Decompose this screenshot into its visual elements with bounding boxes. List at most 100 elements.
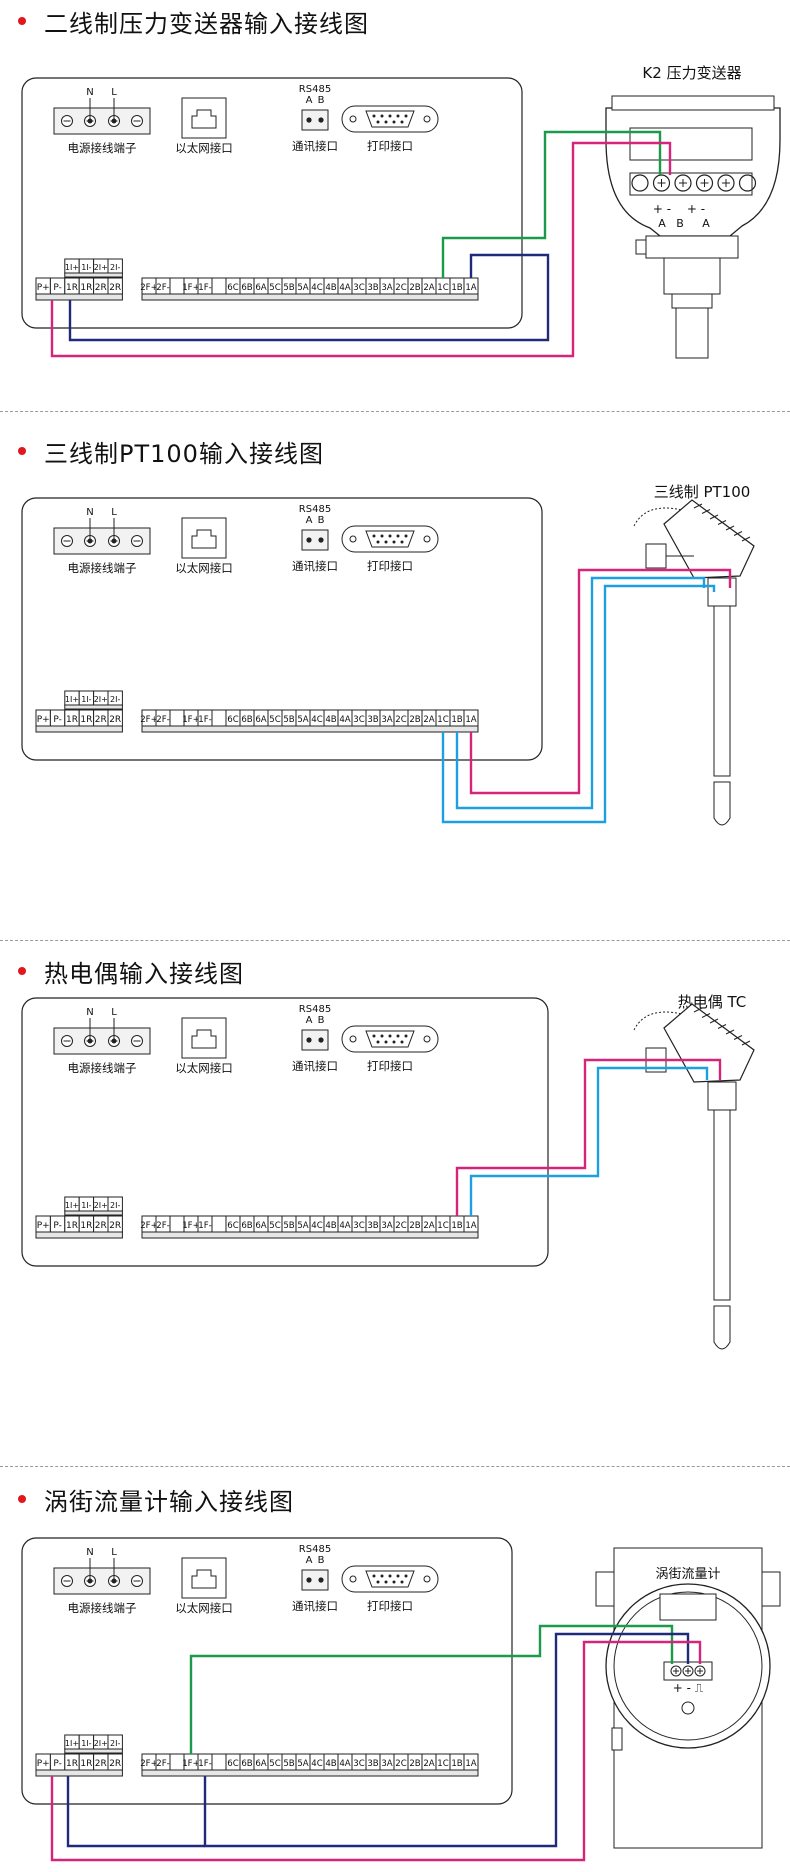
- wire-navy: [68, 253, 550, 342]
- db9-pin: [380, 1034, 384, 1038]
- terminal-label: 1A: [465, 283, 476, 293]
- power-terminal-label: 电源接线端子: [68, 1061, 137, 1075]
- transmitter-neck: [645, 235, 739, 259]
- terminal-cell: [211, 277, 227, 295]
- power-l-label: L: [111, 507, 117, 518]
- housing-ear: [761, 1571, 781, 1607]
- db9-connector: [365, 530, 415, 548]
- db9-pin: [372, 1034, 376, 1038]
- db9-pin: [380, 534, 384, 538]
- db9-pin: [404, 1574, 408, 1578]
- terminal-base: [141, 725, 479, 733]
- device-sub-label: A: [658, 217, 666, 230]
- terminal-label: 2R: [95, 1221, 107, 1231]
- comm-label: 通讯接口: [292, 559, 338, 573]
- terminal-label: 2I+: [94, 1201, 108, 1210]
- head-rib: [701, 509, 711, 514]
- terminal-label: 2R: [109, 1221, 121, 1231]
- terminal-label: 6C: [227, 1221, 238, 1231]
- db9-connector: [365, 1570, 415, 1588]
- wire-blue: [469, 1066, 709, 1216]
- screw-slot: [673, 1668, 679, 1674]
- terminal-label: 2F-: [156, 1759, 170, 1769]
- head-rib: [709, 1018, 719, 1024]
- head-rib: [725, 525, 735, 531]
- terminal-label: 1I-: [81, 263, 91, 272]
- terminal-dot: [87, 538, 93, 544]
- terminal-label: 5C: [269, 283, 280, 293]
- probe-head: [663, 499, 755, 579]
- terminal-label: 4B: [325, 283, 336, 293]
- comm-label: 通讯接口: [292, 139, 338, 153]
- db9-pin: [376, 1040, 380, 1044]
- transmitter-process-connection: [675, 307, 709, 359]
- terminal-label: 3C: [353, 283, 364, 293]
- terminal-label: 3A: [381, 283, 392, 293]
- terminal-label: 3B: [367, 1221, 378, 1231]
- terminal-label: 1F+: [182, 1759, 200, 1769]
- screw-icon: [349, 115, 357, 123]
- section-divider: [0, 411, 790, 412]
- transmitter-terminal-strip: [629, 172, 753, 196]
- terminal-label: P-: [53, 715, 61, 725]
- terminal-label: 1R: [80, 1221, 92, 1231]
- db9-pin: [384, 1580, 388, 1584]
- terminal-label: 3B: [367, 1759, 378, 1769]
- db9-pin: [392, 1040, 396, 1044]
- screw-icon: [423, 115, 431, 123]
- terminal-label: 1B: [451, 715, 462, 725]
- terminal-label: 2F-: [156, 715, 170, 725]
- ethernet-label: 以太网接口: [175, 1601, 233, 1615]
- power-terminal-label: 电源接线端子: [68, 561, 137, 575]
- pt100-sensor: 三线制 PT100: [633, 483, 755, 826]
- terminal-label: 1A: [465, 1759, 476, 1769]
- terminal-label: 5C: [269, 1759, 280, 1769]
- power-l-label: L: [111, 87, 117, 98]
- terminal-dot: [318, 1577, 324, 1583]
- terminal-label: 4C: [311, 1759, 322, 1769]
- housing-plug: [611, 1727, 623, 1751]
- terminal-label: 1R: [80, 715, 92, 725]
- terminal-label: 6A: [255, 1221, 266, 1231]
- db9-pin: [388, 1574, 392, 1578]
- transmitter-cap: [611, 95, 775, 111]
- wire-blue: [441, 584, 716, 824]
- terminal-label: 2C: [395, 283, 406, 293]
- terminal-label: 2I-: [110, 263, 120, 272]
- terminal-label: 1R: [80, 1759, 92, 1769]
- db9-pin: [400, 1040, 404, 1044]
- db9-pin: [392, 1580, 396, 1584]
- terminal-label: 3A: [381, 1221, 392, 1231]
- print-label: 打印接口: [367, 1059, 413, 1073]
- section-title-row: 三线制PT100输入接线图: [18, 434, 324, 468]
- db9-pin: [376, 120, 380, 124]
- wire-blue: [455, 576, 706, 810]
- terminal-label: P+: [37, 283, 50, 293]
- wire-navy: [203, 1632, 690, 1848]
- terminal-label: 3C: [353, 715, 364, 725]
- terminal-base: [141, 293, 479, 301]
- section-title-row: 二线制压力变送器输入接线图: [18, 4, 369, 38]
- terminal-label: 1B: [451, 283, 462, 293]
- ethernet-port: 以太网接口: [175, 517, 233, 575]
- terminal-label: 1F-: [198, 1759, 212, 1769]
- terminal-label: 3A: [381, 715, 392, 725]
- terminal-label: 3B: [367, 715, 378, 725]
- probe-tip: [713, 781, 731, 826]
- db9-pin: [384, 1040, 388, 1044]
- db9-pin: [380, 114, 384, 118]
- terminal-label: 1C: [437, 1759, 448, 1769]
- terminal-label: 1A: [465, 1221, 476, 1231]
- terminal-label: 6C: [227, 283, 238, 293]
- power-n-label: N: [86, 1547, 93, 1558]
- terminal-label: 4B: [325, 715, 336, 725]
- terminal-label: 4B: [325, 1221, 336, 1231]
- rs485-b-label: B: [318, 1015, 325, 1026]
- analog-terminal-block: 1I+1I-2I+2I-: [64, 1734, 123, 1754]
